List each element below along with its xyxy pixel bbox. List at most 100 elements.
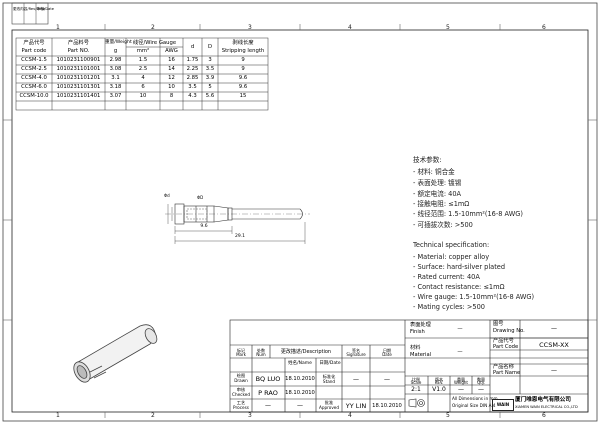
th-awg: AWG <box>165 48 178 54</box>
th-wire-gauge-cn: 线径/Wire Gauge <box>132 40 177 46</box>
zone-col-3: 3 <box>248 24 252 31</box>
th-D: D <box>207 44 213 50</box>
zone-col-2: 2 <box>151 24 155 31</box>
spec-table-cell: 3.07 <box>109 93 122 99</box>
tb-weight-val: — <box>458 386 464 393</box>
spec-table-cell: 8 <box>169 93 174 99</box>
tb-process-date: — <box>297 402 303 409</box>
spec-table-cell: CCSM-10.0 <box>19 93 49 99</box>
tb-stand-date: — <box>384 376 390 383</box>
zone-col-6: 6 <box>542 24 546 31</box>
spec-table-cell: 15 <box>239 93 247 99</box>
tb-process-cn: 工艺 <box>236 400 246 405</box>
tb-process-name: — <box>265 402 271 409</box>
spec-table-cell: 9.6 <box>238 75 248 81</box>
tb-rev-en: REV. <box>434 380 444 385</box>
tb-qty-cn: 数量 <box>477 377 485 382</box>
zone-col-4-bottom: 4 <box>348 412 352 419</box>
tb-part-name-cn: 产品名称 <box>493 364 514 370</box>
tb-checked-date: 18.10.2010 <box>285 390 315 396</box>
spec-table-cell: 10 <box>168 84 175 90</box>
tech-cn-item: - 材料: 铜合金 <box>413 168 455 176</box>
tb-approved-en: Approved <box>318 405 340 410</box>
zone-col-1-bottom: 1 <box>56 412 60 419</box>
tb-part-name-en: Part Name <box>493 370 521 376</box>
tb-part-code-en: Part Code <box>493 344 519 350</box>
tb-drawing-no-en: Drawing No. <box>493 328 525 334</box>
projection-symbol-icon <box>408 398 425 408</box>
th-weight-unit: g <box>113 48 118 54</box>
pin-3d <box>73 324 158 383</box>
spec-table-cell: 3.5 <box>205 66 215 72</box>
tb-finish-cn: 表面处理 <box>410 322 431 328</box>
th-part-code-cn: 产品代号 <box>23 40 45 46</box>
tb-checked-name: P RAO <box>258 389 278 397</box>
tb-rev-cn: 版本 <box>435 377 443 382</box>
spec-table-cell: 5 <box>208 84 212 90</box>
spec-table-cell: 3.5 <box>188 84 197 90</box>
spec-table-cell: 1010231100901 <box>56 57 101 63</box>
spec-table-cell: 3.9 <box>205 75 215 81</box>
tb-approved-name: YY LIN <box>345 402 367 410</box>
spec-table-cell: 9 <box>241 66 245 72</box>
tb-part-code-val: CCSM-XX <box>539 341 569 349</box>
spec-table-cell: 4 <box>141 75 145 81</box>
tech-en-item: - Material: copper alloy <box>413 253 490 261</box>
spec-table-cell: 2.5 <box>138 66 148 72</box>
dim-inner-label: 9.6 <box>200 224 208 229</box>
th-mm2: mm² <box>136 48 150 54</box>
company-logo-text: WAIN <box>496 402 510 407</box>
tb-date-en: Date <box>382 352 392 357</box>
zone-col-5-bottom: 5 <box>446 412 450 419</box>
tb-qty-val: — <box>478 386 484 393</box>
company-logo: WAIN <box>492 399 514 411</box>
tb-dims-note-1: All Dimensions in mm <box>452 396 498 401</box>
spec-table-cell: 3.08 <box>109 66 122 72</box>
tb-name-header: 姓名/Name <box>288 361 312 366</box>
th-stripping-en: Stripping length <box>221 48 265 54</box>
rev-box-label: 更改内容/Rev/Date <box>13 7 46 11</box>
spec-table-cell: 3.18 <box>109 84 122 90</box>
tb-part-code-cn: 产品代号 <box>493 338 514 344</box>
tb-stand-cn: 标准化 <box>322 374 336 379</box>
spec-table-cell: 16 <box>168 57 175 63</box>
dim-total-label: 29.1 <box>234 234 246 239</box>
tb-checked-en: Checked <box>232 392 250 397</box>
tb-drawn-cn: 绘图 <box>236 373 246 378</box>
zone-col-6-bottom: 6 <box>542 412 546 419</box>
spec-table-cell: 14 <box>168 66 175 72</box>
spec-table-cell: 4.3 <box>188 93 197 99</box>
tb-scale-en: Scale <box>410 380 422 385</box>
tb-weight-en: Weight <box>454 380 468 385</box>
spec-table-cell: CCSM-2.5 <box>21 66 47 72</box>
tb-date-header: 日期/Date <box>319 361 341 366</box>
tb-drawn-name: BQ LUO <box>255 375 281 383</box>
tb-checked-cn: 审核 <box>236 387 246 392</box>
th-part-code-en: Part code <box>21 48 47 54</box>
tb-stand-en: Stand <box>322 379 336 384</box>
spec-table-cell: 1010231101001 <box>56 66 101 72</box>
spec-table-cell: 2.25 <box>186 66 199 72</box>
tech-en-item: - Rated current: 40A <box>413 273 480 281</box>
zone-col-2-bottom: 2 <box>151 412 155 419</box>
tb-drawn-date: 18.10.2010 <box>285 376 315 382</box>
spec-table-cell: 1.75 <box>186 57 199 63</box>
spec-table-cell: CCSM-6.0 <box>21 84 47 90</box>
tech-cn-item: - 接触电阻: ≤1mΩ <box>413 200 470 208</box>
tech-en-item: - Surface: hard-silver plated <box>413 263 506 271</box>
pin-outline <box>165 203 310 244</box>
tb-num-cn: 处数 <box>257 348 265 353</box>
tb-dims-note-2: Original Size DIN A 4 <box>452 403 496 408</box>
th-weight-cn: 重量/Weight <box>105 40 132 45</box>
tb-process-en: Process <box>233 405 249 410</box>
tb-part-name-val: — <box>551 367 557 374</box>
tech-en-title: Technical specification: <box>413 241 490 249</box>
tb-mark-cn: 标记 <box>237 348 245 353</box>
company-name-cn: 厦门唯恩电气有限公司 <box>515 397 571 403</box>
tech-en-item: - Contact resistance: ≤1mΩ <box>413 283 505 291</box>
spec-table-cell: 10 <box>139 93 147 99</box>
th-part-no-en: Part NO. <box>67 48 90 54</box>
tb-drawing-no-val: — <box>551 325 557 332</box>
tb-scale-cn: 比例 <box>412 377 420 382</box>
